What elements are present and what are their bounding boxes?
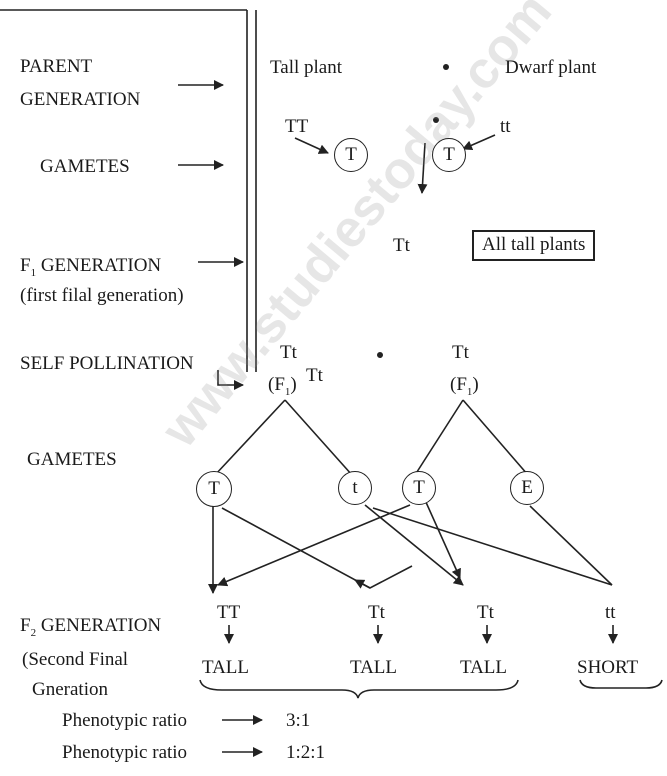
label-generation: GENERATION — [20, 89, 141, 110]
label-f1-generation: F1 GENERATION — [20, 255, 162, 279]
gamete-circle-tall: T — [334, 138, 368, 172]
self-left-genotype: Tt — [280, 342, 297, 363]
f1-genotype: Tt — [393, 235, 410, 256]
label-f1-subtitle: (first filal generation) — [20, 285, 184, 306]
f1-result-box: All tall plants — [472, 230, 596, 261]
gamete-circle-1: T — [196, 471, 232, 507]
arrow-TT-to-gamete — [294, 137, 329, 154]
label-f2-line3: Gneration — [32, 679, 108, 700]
gamete-circle-2: t — [338, 471, 372, 505]
gamete-circle-dwarf: T — [432, 138, 466, 172]
label-gametes-top: GAMETES — [40, 156, 130, 177]
cross-dot-1 — [443, 64, 449, 70]
ratio-label-1: Phenotypic ratio — [62, 710, 188, 731]
brace-tall — [199, 679, 519, 699]
label-f2-line2: (Second Final — [22, 649, 129, 670]
gamete-circle-3: T — [402, 471, 436, 505]
self-extra-genotype: Tt — [306, 365, 323, 386]
label-gametes-bottom: GAMETES — [27, 449, 117, 470]
arrow-tt-to-gamete — [462, 134, 496, 150]
f2-phenotype-1: TALL — [202, 657, 250, 678]
f2-phenotype-4: SHORT — [577, 657, 639, 678]
label-self-pollination: SELF POLLINATION — [20, 353, 194, 374]
cross-dot-2 — [433, 117, 439, 123]
parent-dwarf: Dwarf plant — [505, 57, 597, 78]
ratio-value-1: 3:1 — [286, 710, 311, 731]
ratio-label-2: Phenotypic ratio — [62, 742, 188, 763]
f2-genotype-4: tt — [605, 602, 616, 623]
genotype-tt: tt — [500, 116, 511, 137]
label-parent: PARENT — [20, 56, 93, 77]
f2-genotype-1: TT — [217, 602, 241, 623]
self-left-f1: (F1) — [268, 374, 297, 398]
gamete-circle-4: E — [510, 471, 544, 505]
label-f2-generation: F2 GENERATION — [20, 615, 162, 639]
arrow-self-pollination — [217, 370, 244, 390]
f2-genotype-3: Tt — [477, 602, 494, 623]
f2-phenotype-3: TALL — [460, 657, 508, 678]
self-right-genotype: Tt — [452, 342, 469, 363]
ratio-value-2: 1:2:1 — [286, 742, 326, 763]
genotype-TT: TT — [285, 116, 309, 137]
f2-genotype-2: Tt — [368, 602, 385, 623]
brace-short — [579, 679, 663, 689]
f2-phenotype-2: TALL — [350, 657, 398, 678]
parent-tall: Tall plant — [270, 57, 343, 78]
arrow-down-to-f1 — [417, 142, 428, 194]
self-right-f1: (F1) — [450, 374, 479, 398]
cross-dot-3 — [377, 352, 383, 358]
